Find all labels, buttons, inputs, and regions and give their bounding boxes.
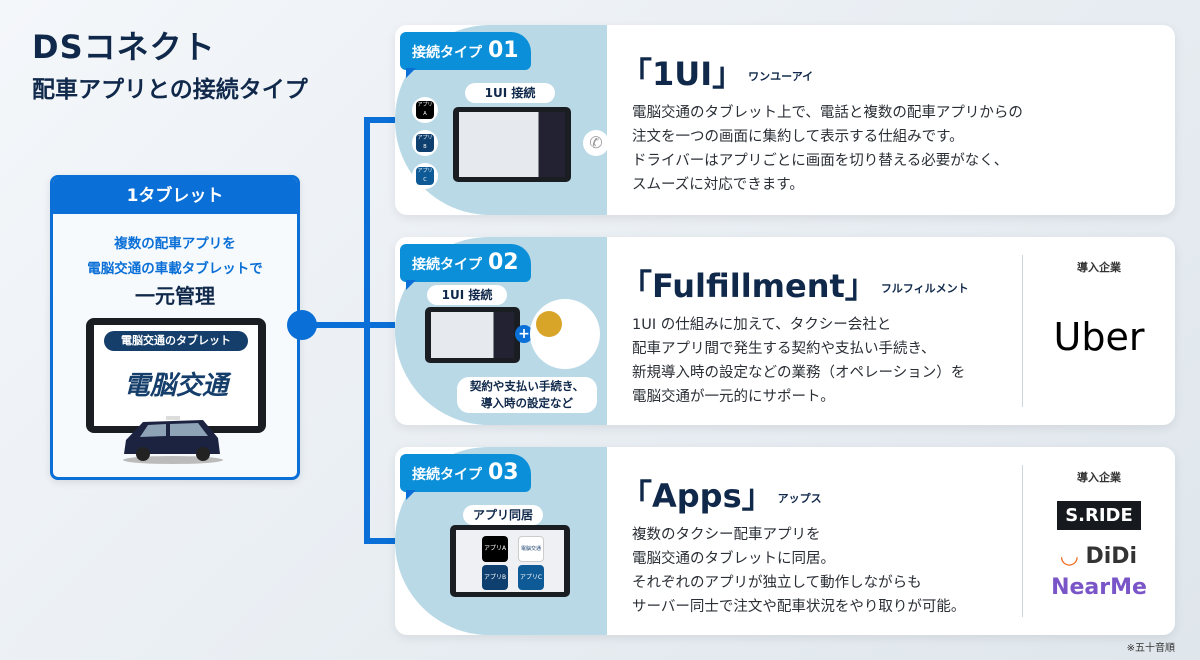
page-subtitle: 配車アプリとの接続タイプ bbox=[32, 77, 308, 103]
one-tablet-box: 1タブレット 複数の配車アプリを電脳交通の車載タブレットで 一元管理 電脳交通の… bbox=[50, 175, 300, 480]
bubble-app-cohabit: アプリ同居 bbox=[463, 505, 543, 525]
left-emphasis: 一元管理 bbox=[135, 284, 215, 308]
card-description: 1UI の仕組みに加えて、タクシー会社と 配車アプリ間で発生する契約や支払い手続… bbox=[632, 317, 966, 405]
app-a-icon: アプリA bbox=[412, 97, 438, 123]
companies-label: 導入企業 bbox=[1077, 261, 1121, 274]
uber-logo: Uber bbox=[1053, 315, 1145, 359]
companies: 導入企業 Uber bbox=[1023, 259, 1175, 359]
card-description: 複数のタクシー配車アプリを 電脳交通のタブレットに同居。 それぞれのアプリが独立… bbox=[632, 527, 966, 615]
card-description: 電脳交通のタブレット上で、電話と複数の配車アプリからの 注文を一つの画面に集約し… bbox=[632, 105, 1023, 193]
one-tablet-heading: 1タブレット bbox=[53, 178, 297, 214]
sride-logo: S.RIDE bbox=[1057, 501, 1141, 530]
tablet-label: 電脳交通のタブレット bbox=[104, 331, 248, 351]
didi-logo: ◡ DiDi bbox=[1060, 544, 1138, 569]
companies: 導入企業 S.RIDE ◡ DiDi NearMe bbox=[1023, 469, 1175, 600]
dennoukoutsu-logo: 電脳交通 bbox=[123, 371, 228, 401]
page-title: DSコネクト bbox=[32, 28, 216, 66]
bubble-1ui: 1UI 接続 bbox=[465, 83, 555, 103]
tablet-map-image bbox=[425, 307, 520, 363]
tablet-image: 電脳交通のタブレット 電脳交通 bbox=[86, 318, 266, 433]
app-b-icon: アプリB bbox=[412, 130, 438, 156]
connector-2 bbox=[364, 322, 404, 328]
connector-h-main bbox=[300, 322, 370, 328]
app-a-tile: アプリA bbox=[482, 536, 508, 562]
contract-coins-icon bbox=[530, 299, 600, 369]
taxi-icon bbox=[123, 416, 223, 464]
card-title: 「1UI」ワンユーアイ bbox=[620, 55, 814, 93]
connector-3 bbox=[364, 538, 404, 544]
divider bbox=[1022, 255, 1023, 407]
app-c-tile: アプリC bbox=[518, 565, 544, 590]
connector-1 bbox=[364, 117, 404, 123]
tablet-map-image bbox=[453, 107, 571, 182]
plus-icon: + bbox=[515, 325, 533, 343]
tablet-apps-image: アプリA 電脳交通 アプリB アプリC bbox=[450, 525, 570, 597]
card-title: 「Fulfillment」フルフィルメント bbox=[620, 267, 969, 305]
companies-label: 導入企業 bbox=[1077, 471, 1121, 484]
connector-dot bbox=[287, 310, 317, 340]
connector-v bbox=[364, 117, 370, 544]
dennoukoutsu-tile: 電脳交通 bbox=[518, 536, 544, 562]
card-title: 「Apps」アップス bbox=[620, 477, 822, 515]
app-c-icon: アプリC bbox=[412, 163, 438, 189]
left-line2: 電脳交通の車載タブレットで bbox=[87, 261, 263, 277]
bubble-1ui: 1UI 接続 bbox=[427, 285, 507, 305]
left-line1: 複数の配車アプリを bbox=[114, 236, 236, 252]
bubble-contract: 契約や支払い手続き、 導入時の設定など bbox=[457, 377, 597, 413]
app-b-tile: アプリB bbox=[482, 565, 508, 590]
divider bbox=[1022, 465, 1023, 617]
footnote: ※五十音順 bbox=[1126, 643, 1175, 654]
phone-icon: ✆ bbox=[583, 130, 609, 156]
nearme-logo: NearMe bbox=[1051, 575, 1147, 600]
